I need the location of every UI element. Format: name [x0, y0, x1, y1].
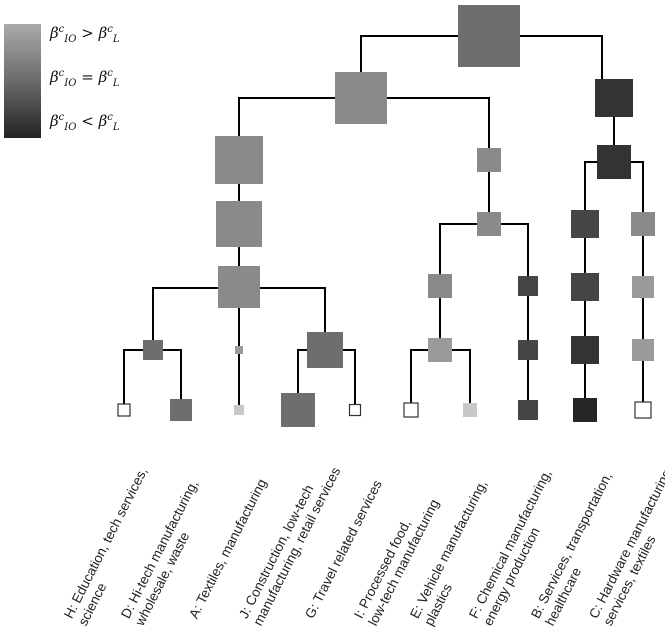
node-square-12 — [428, 274, 452, 298]
node-square-13 — [428, 338, 452, 362]
node-square-22 — [117, 403, 131, 417]
node-square-23 — [170, 399, 192, 421]
legend-label-equal: βcIO = βcL — [50, 68, 120, 89]
legend-gradient-bar — [4, 24, 41, 138]
node-square-9 — [143, 340, 163, 360]
tree-nodes — [117, 5, 655, 427]
node-square-14 — [518, 276, 538, 296]
node-square-15 — [518, 340, 538, 360]
node-square-21 — [632, 339, 654, 361]
node-square-8 — [597, 145, 631, 179]
node-square-24 — [234, 405, 244, 415]
node-square-26 — [348, 403, 362, 417]
node-square-4 — [216, 201, 262, 247]
node-square-16 — [571, 210, 599, 238]
node-square-3 — [215, 136, 263, 184]
legend-label-greater: βcIO > βcL — [50, 24, 120, 45]
node-square-28 — [463, 403, 477, 417]
legend-label-less: βcIO < βcL — [50, 112, 120, 133]
node-square-20 — [632, 276, 654, 298]
node-square-11 — [307, 332, 343, 368]
node-square-27 — [403, 402, 419, 418]
node-square-6 — [477, 148, 501, 172]
node-square-10 — [235, 346, 243, 354]
node-square-18 — [571, 336, 599, 364]
node-square-31 — [634, 401, 652, 419]
node-square-19 — [631, 212, 655, 236]
node-square-1 — [335, 72, 387, 124]
node-square-17 — [571, 273, 599, 301]
node-square-2 — [595, 79, 633, 117]
node-square-7 — [477, 212, 501, 236]
node-square-25 — [281, 393, 315, 427]
node-square-0 — [458, 5, 520, 67]
node-square-29 — [518, 400, 538, 420]
node-square-5 — [218, 266, 260, 308]
legend-gradient — [4, 24, 41, 138]
node-square-30 — [573, 398, 597, 422]
